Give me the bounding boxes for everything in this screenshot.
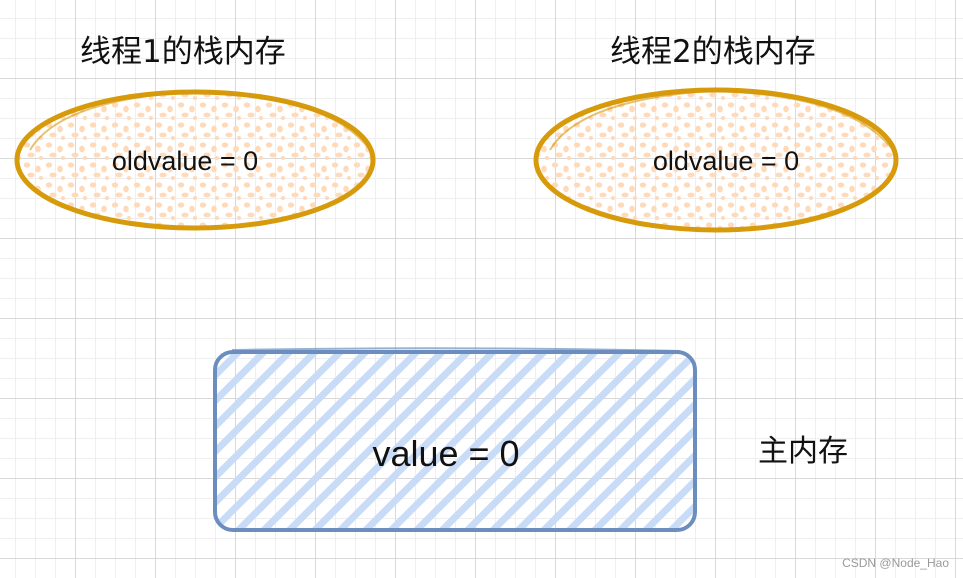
thread2-oldvalue-label: oldvalue = 0 bbox=[653, 146, 799, 176]
thread1-stack-ellipse bbox=[14, 89, 376, 231]
thread1-stack-title: 线程1的栈内存 bbox=[80, 34, 286, 70]
main-memory-box bbox=[213, 347, 697, 532]
watermark: CSDN @Node_Hao bbox=[842, 556, 949, 570]
main-memory-title: 主内存 bbox=[758, 434, 848, 469]
thread1-oldvalue-label: oldvalue = 0 bbox=[112, 146, 258, 176]
thread2-stack-ellipse bbox=[533, 87, 899, 233]
thread2-stack-title: 线程2的栈内存 bbox=[610, 34, 816, 70]
main-memory-value-label: value = 0 bbox=[372, 433, 519, 474]
